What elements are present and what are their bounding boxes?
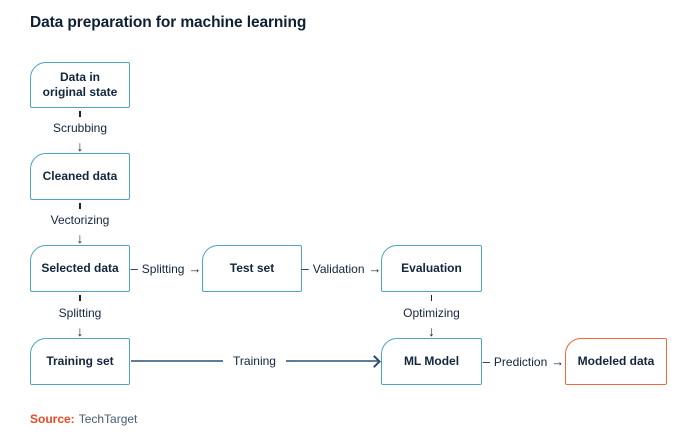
connector-tick <box>79 203 81 209</box>
node-cleaned-data: Cleaned data <box>30 153 130 200</box>
edge-splitting-to-test: – Splitting → <box>130 260 202 277</box>
arrow-down-icon: ↓ <box>76 323 84 339</box>
connector-tick <box>79 111 81 117</box>
node-ml-model: ML Model <box>381 338 482 385</box>
diagram-title: Data preparation for machine learning <box>30 14 307 31</box>
node-selected-data: Selected data <box>30 245 130 292</box>
node-label: Test set <box>229 261 275 275</box>
node-modeled-data: Modeled data <box>565 338 667 385</box>
node-data-in-original-state: Data in original state <box>30 62 130 108</box>
arrow-right-icon: → <box>368 261 382 276</box>
source-value: TechTarget <box>78 412 138 426</box>
edge-optimizing: Optimizing ↓ <box>381 292 482 338</box>
arrow-down-icon: ↓ <box>76 230 84 246</box>
source-credit: Source:TechTarget <box>30 412 137 426</box>
edge-label: Optimizing <box>403 305 460 320</box>
node-label: Modeled data <box>577 354 655 368</box>
edge-label: Splitting <box>141 261 185 276</box>
edge-label: Prediction <box>493 354 548 369</box>
node-label: Data in original state <box>42 70 118 99</box>
connector-dash: – <box>301 261 309 276</box>
node-label: Cleaned data <box>42 169 118 183</box>
arrow-right-icon: → <box>551 354 565 369</box>
edge-label: Scrubbing <box>52 121 108 135</box>
node-test-set: Test set <box>202 245 302 292</box>
connector-tick <box>79 295 81 301</box>
arrow-down-icon: ↓ <box>428 323 435 339</box>
edge-prediction: – Prediction → <box>482 353 565 370</box>
connector-line <box>131 360 224 362</box>
node-label: Selected data <box>41 261 119 275</box>
edge-vectorizing: Vectorizing ↓ <box>30 200 130 245</box>
edge-label: Validation <box>312 261 365 276</box>
connector-dash: – <box>482 354 490 369</box>
edge-label: Training <box>233 354 276 368</box>
arrowhead-icon <box>368 354 381 368</box>
arrow-right-icon: → <box>188 261 202 276</box>
source-label: Source: <box>30 412 75 426</box>
edge-label: Splitting <box>58 305 102 320</box>
node-evaluation: Evaluation <box>381 245 482 292</box>
connector-dash: – <box>130 261 138 276</box>
node-label: Training set <box>46 354 114 368</box>
node-training-set: Training set <box>30 338 130 385</box>
connector-line <box>285 360 379 362</box>
edge-splitting-to-training: Splitting ↓ <box>30 292 130 338</box>
arrow-down-icon: ↓ <box>76 138 84 154</box>
connector-tick <box>430 295 433 301</box>
node-label: ML Model <box>403 354 460 368</box>
edge-training: Training <box>131 353 381 369</box>
edge-scrubbing: Scrubbing ↓ <box>30 108 130 153</box>
node-label: Evaluation <box>401 261 462 275</box>
edge-label: Vectorizing <box>50 213 110 227</box>
edge-validation: – Validation → <box>301 260 382 277</box>
